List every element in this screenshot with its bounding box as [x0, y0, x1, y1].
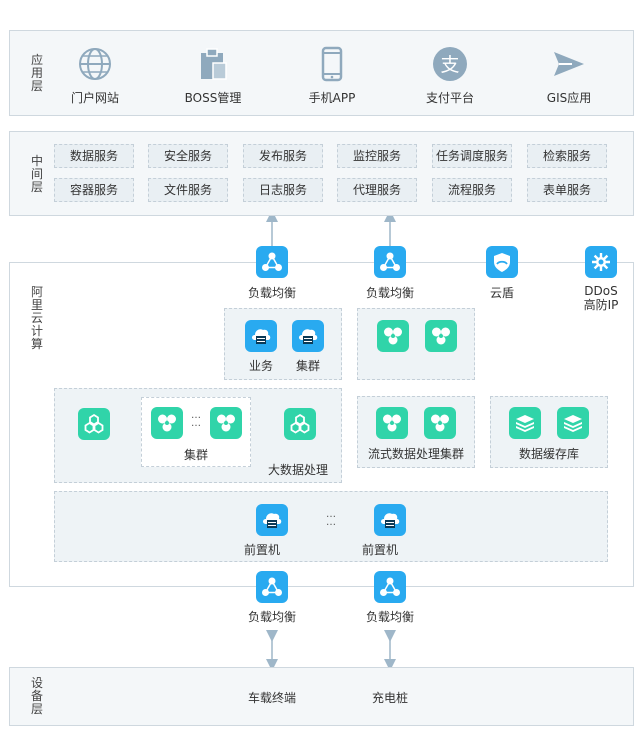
gear-icon — [592, 253, 610, 271]
service-search: 检索服务 — [527, 144, 607, 168]
business-label: 业务 — [248, 359, 273, 373]
app-label: 手机APP — [308, 91, 356, 105]
database-stack-icon — [516, 415, 534, 432]
shield-icon — [494, 253, 510, 272]
cluster-node — [292, 320, 324, 352]
hexagon-cluster-icon — [290, 413, 310, 434]
load-balancer-bottom-2 — [374, 571, 406, 603]
front-machine-box — [54, 491, 608, 562]
alipay-icon: 支 — [433, 47, 467, 81]
app-label: 支付平台 — [425, 91, 474, 105]
load-balancer-icon — [380, 577, 400, 596]
ellipsis: … … — [326, 509, 336, 528]
cache-label: 数据缓存库 — [518, 447, 579, 461]
svg-text:支: 支 — [440, 54, 459, 76]
cluster-icon — [384, 327, 402, 345]
service-form: 表单服务 — [527, 178, 607, 202]
cloud-server-icon — [263, 513, 282, 528]
cloud-server-icon — [381, 513, 400, 528]
inner-cluster-label: 集群 — [183, 448, 208, 462]
cloud-layer-title: 阿里云计算 — [30, 285, 43, 351]
load-balancer-bottom-1 — [256, 571, 288, 603]
stream-node — [424, 407, 456, 439]
globe-icon — [79, 48, 111, 80]
middle-layer-title: 中间层 — [30, 154, 43, 194]
service-scheduler: 任务调度服务 — [432, 144, 512, 168]
ellipsis: … … — [191, 410, 201, 429]
cloud-server-icon — [252, 329, 271, 344]
inner-cluster-node — [151, 407, 183, 439]
cluster-icon — [217, 414, 235, 432]
device-layer — [9, 667, 634, 726]
load-balancer-top-2 — [374, 246, 406, 278]
compute-node — [425, 320, 457, 352]
service-file: 文件服务 — [148, 178, 228, 202]
front-machine-label: 前置机 — [243, 543, 280, 557]
cluster-icon — [158, 414, 176, 432]
service-monitor: 监控服务 — [337, 144, 417, 168]
service-log: 日志服务 — [243, 178, 323, 202]
cloud-shield — [486, 246, 518, 278]
inner-cluster-node — [210, 407, 242, 439]
cache-node — [557, 407, 589, 439]
load-balancer-label: 负载均衡 — [247, 286, 296, 300]
service-proxy: 代理服务 — [337, 178, 417, 202]
app-gis: GIS应用 — [521, 45, 617, 106]
app-label: BOSS管理 — [184, 91, 242, 105]
load-balancer-label: 负载均衡 — [365, 286, 414, 300]
app-label: GIS应用 — [546, 91, 592, 105]
front-machine-node — [256, 504, 288, 536]
service-publish: 发布服务 — [243, 144, 323, 168]
load-balancer-label: 负载均衡 — [247, 610, 296, 624]
app-label: 门户网站 — [70, 91, 119, 105]
ddos-protection — [585, 246, 617, 278]
service-workflow: 流程服务 — [432, 178, 512, 202]
hexagon-cluster-icon — [84, 413, 104, 434]
load-balancer-label: 负载均衡 — [365, 610, 414, 624]
app-mobile: 手机APP — [284, 45, 380, 106]
cache-node — [509, 407, 541, 439]
cloud-server-icon — [299, 329, 318, 344]
service-security: 安全服务 — [148, 144, 228, 168]
load-balancer-icon — [262, 577, 282, 596]
stream-label: 流式数据处理集群 — [367, 447, 464, 461]
stream-node — [376, 407, 408, 439]
phone-icon — [321, 46, 343, 82]
cluster-icon — [431, 414, 449, 432]
bigdata-source-node — [78, 408, 110, 440]
charging-pile-label: 充电桩 — [371, 691, 408, 705]
front-machine-label: 前置机 — [361, 543, 398, 557]
cluster-icon — [383, 414, 401, 432]
database-stack-icon — [564, 415, 582, 432]
load-balancer-icon — [380, 252, 400, 271]
business-node — [245, 320, 277, 352]
send-icon — [554, 52, 584, 76]
app-boss: BOSS管理 — [165, 45, 261, 106]
app-payment: 支 支付平台 — [402, 45, 498, 106]
ddos-label: DDoS 高防IP — [583, 284, 619, 312]
cloud-shield-label: 云盾 — [489, 286, 514, 300]
device-layer-title: 设备层 — [30, 676, 43, 716]
load-balancer-icon — [262, 252, 282, 271]
bigdata-label: 大数据处理 — [267, 463, 328, 477]
cluster-icon — [432, 327, 450, 345]
compute-node — [377, 320, 409, 352]
cluster-label: 集群 — [295, 359, 320, 373]
app-layer-title: 应用层 — [30, 53, 43, 93]
bigdata-output-node — [284, 408, 316, 440]
app-layer — [9, 30, 634, 116]
compute-box — [357, 308, 475, 380]
vehicle-terminal-label: 车载终端 — [247, 691, 296, 705]
app-portal: 门户网站 — [47, 45, 143, 106]
load-balancer-top-1 — [256, 246, 288, 278]
clipboard-icon — [201, 48, 227, 80]
front-machine-node — [374, 504, 406, 536]
service-container: 容器服务 — [54, 178, 134, 202]
service-data: 数据服务 — [54, 144, 134, 168]
